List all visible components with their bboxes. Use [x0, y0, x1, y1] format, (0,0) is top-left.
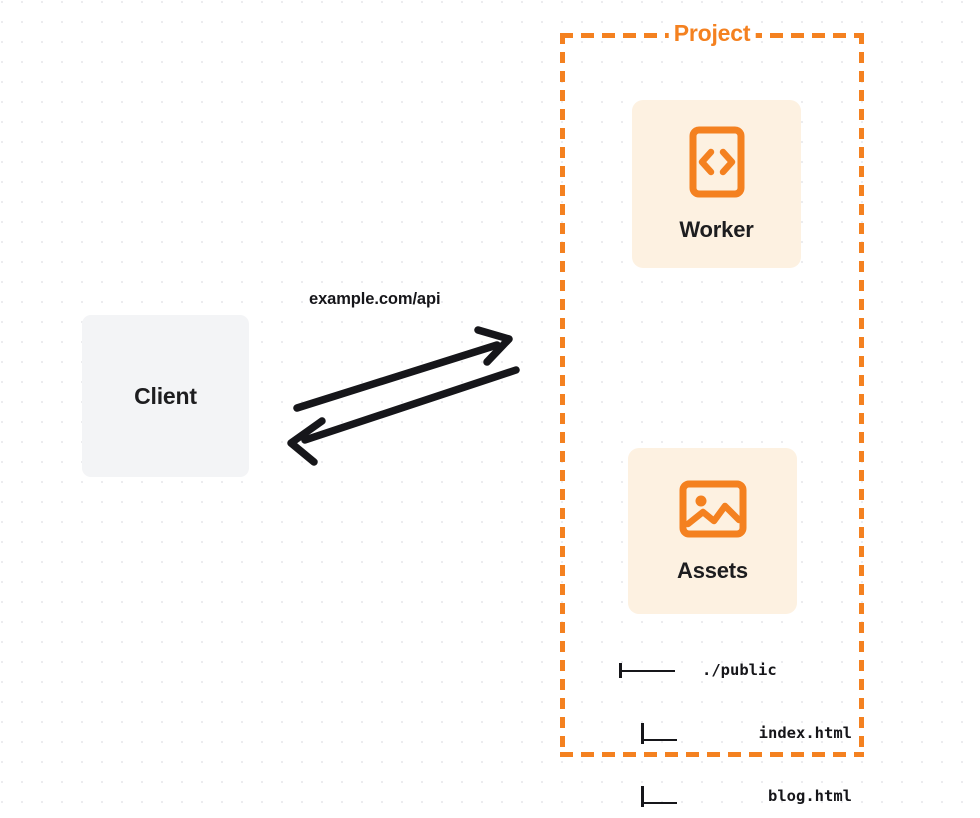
file-tree-root-name: ./public — [702, 661, 777, 679]
project-border-bottom — [560, 752, 864, 757]
assets-label: Assets — [677, 557, 748, 583]
file-tree-row: index.html — [610, 723, 852, 744]
image-picture-icon — [679, 479, 747, 544]
code-brackets-icon — [689, 126, 745, 203]
tree-branch-glyph — [610, 660, 702, 681]
response-arrow — [287, 366, 520, 466]
worker-label: Worker — [679, 216, 754, 242]
tree-branch-glyph — [610, 723, 702, 744]
client-label: Client — [134, 382, 197, 409]
client-node[interactable]: Client — [82, 315, 249, 477]
file-tree-row: blog.html — [610, 786, 852, 807]
connection-label: example.com/api — [309, 290, 441, 308]
project-title: Project — [668, 20, 756, 47]
tree-branch-glyph — [610, 786, 702, 807]
worker-node[interactable]: Worker — [632, 100, 801, 268]
file-tree-item-name: blog.html — [768, 787, 852, 805]
assets-file-tree: ./public index.html blog.html contact.ht… — [610, 618, 852, 818]
request-arrow — [293, 326, 513, 412]
assets-node[interactable]: Assets — [628, 448, 797, 614]
file-tree-row-root: ./public — [610, 660, 852, 681]
file-tree-item-name: index.html — [758, 724, 852, 742]
project-group: Project Worker Assets — [560, 20, 864, 807]
project-border-left — [560, 33, 565, 757]
project-border-right — [859, 33, 864, 757]
